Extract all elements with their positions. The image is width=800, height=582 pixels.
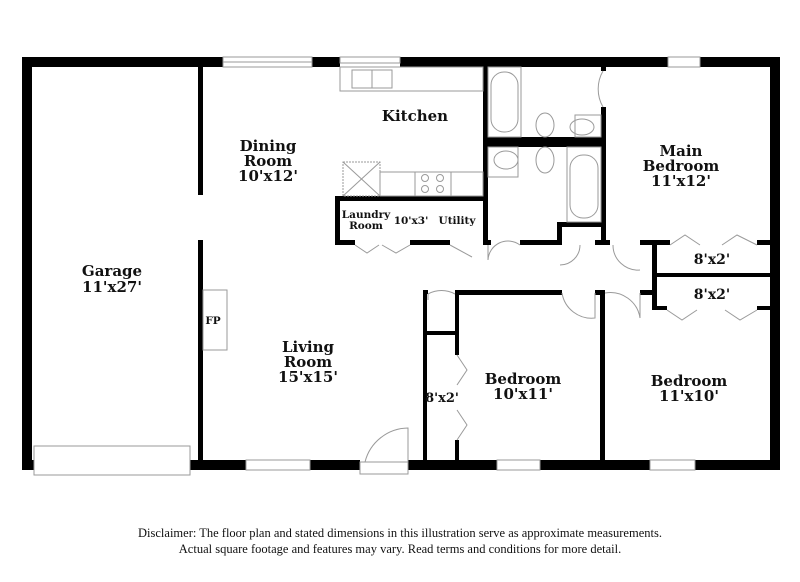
dining-label: Dining: [240, 137, 297, 155]
dining-label-2: Room: [244, 152, 292, 170]
kitchen-counter-top: [339, 66, 484, 92]
laundry-label-2: Room: [349, 220, 383, 232]
disclaimer-line-2: Actual square footage and features may v…: [178, 542, 622, 556]
living-label-2: Room: [284, 353, 332, 371]
bedroom-window-1: [496, 459, 541, 471]
main-bedroom-dims: 11'x12': [651, 172, 711, 190]
fixtures: [33, 56, 758, 476]
toilet-1: [535, 112, 555, 138]
kitchen-counter: [379, 171, 484, 197]
sink-2: [493, 150, 519, 170]
sink-1: [569, 118, 595, 136]
fp-label: FP: [205, 315, 220, 327]
main-bedroom-label: Main: [660, 142, 703, 160]
bathtub-2: [566, 146, 602, 223]
bath-door: [597, 70, 604, 108]
front-door: [364, 427, 409, 463]
bedroom-right-label: Bedroom: [651, 372, 728, 390]
bedroom-center-label: Bedroom: [485, 370, 562, 388]
laundry-label: Laundry: [342, 209, 391, 221]
garage-dims: 11'x27': [82, 278, 142, 296]
bedroom-center-dims: 10'x11': [493, 385, 553, 403]
garage-label: Garage: [82, 262, 142, 280]
living-label: Living: [282, 338, 335, 356]
room-labels: Garage 11'x27' Dining Room 10'x12' Kitch…: [82, 107, 730, 406]
closet-upper-dims: 8'x2': [694, 252, 730, 268]
disclaimer-line-1: Disclaimer: The floor plan and stated di…: [138, 526, 662, 540]
bedroom-window-2: [649, 459, 696, 471]
bedroom-right-dims: 11'x10': [659, 387, 719, 405]
kitchen-window: [339, 56, 401, 64]
main-bedroom-window: [667, 56, 701, 68]
garage-door: [33, 445, 191, 476]
closet-lower-dims: 8'x2': [694, 287, 730, 303]
fireplace: [202, 289, 228, 351]
living-dims: 15'x15': [278, 368, 338, 386]
main-bedroom-label-2: Bedroom: [643, 157, 720, 175]
toilet-2: [535, 146, 555, 174]
bathtub-1: [487, 66, 522, 138]
utility-label: Utility: [439, 215, 477, 227]
walls: [22, 57, 780, 470]
stove: [414, 171, 452, 197]
laundry-dims: 10'x3': [394, 215, 429, 227]
closet-left-dims: 8'x2': [425, 391, 459, 406]
dining-dims: 10'x12': [238, 167, 298, 185]
living-window: [245, 459, 311, 471]
kitchen-label: Kitchen: [382, 107, 448, 125]
